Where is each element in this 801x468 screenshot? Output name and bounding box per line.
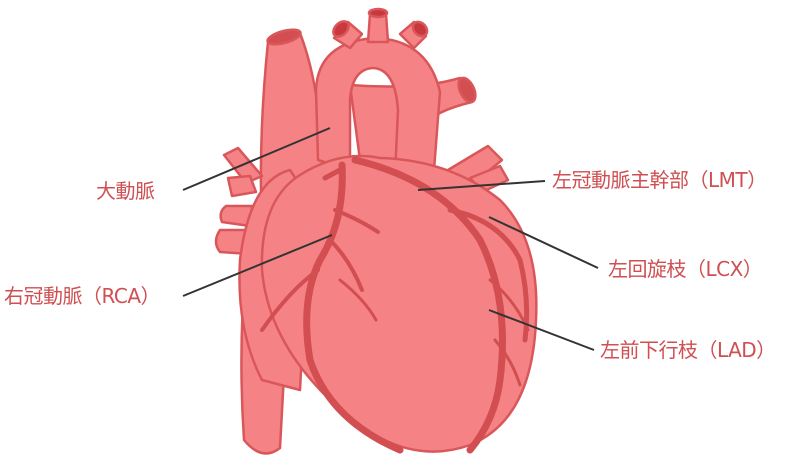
label-lcx: 左回旋枝（LCX） (608, 257, 763, 281)
leader-line-lad (488, 309, 595, 351)
rca-vessel (303, 161, 404, 454)
leader-line-lmt (417, 180, 546, 191)
leader-line-lcx (488, 216, 599, 269)
label-lad: 左前下行枝（LAD） (600, 338, 776, 362)
aortic-arch (314, 36, 442, 177)
leader-line-aorta (182, 127, 331, 191)
label-lmt: 左冠動脈主幹部（LMT） (552, 168, 767, 192)
leader-line-rca (182, 234, 333, 297)
label-rca: 右冠動脈（RCA） (4, 284, 161, 308)
lcx-vessel (447, 207, 530, 343)
label-aorta: 大動脈 (96, 179, 155, 203)
